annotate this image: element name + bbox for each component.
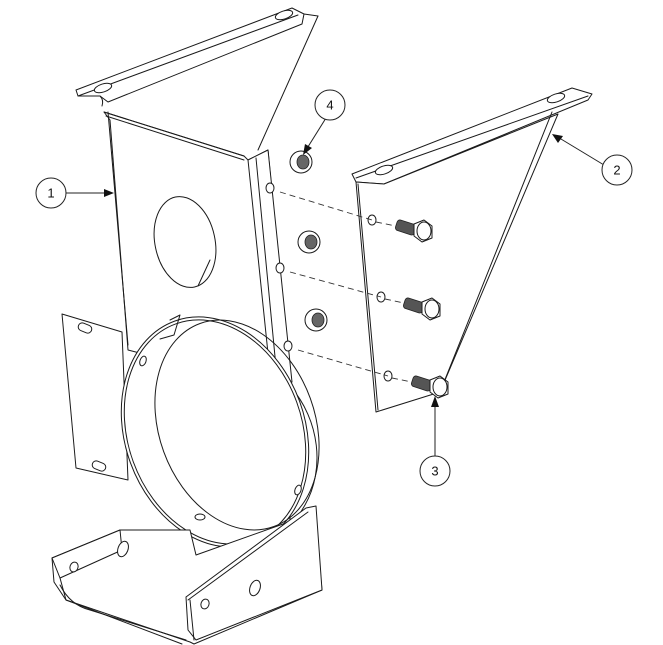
hex-bolts xyxy=(395,219,449,399)
main-bracket-u-base xyxy=(51,505,323,645)
bolt-3 xyxy=(411,375,449,399)
main-bracket-left-tab xyxy=(61,313,129,481)
main-bracket-top-flange xyxy=(75,7,319,151)
balloon-1: 1 xyxy=(35,177,114,209)
nut-3 xyxy=(304,308,328,332)
assembly-center-lines xyxy=(279,191,413,383)
pipe-clamp-ring xyxy=(120,314,320,548)
balloon-2: 2 xyxy=(552,134,633,186)
svg-text:4: 4 xyxy=(326,98,333,113)
side-bracket xyxy=(351,87,593,413)
nut-1 xyxy=(289,150,313,174)
balloon-4: 4 xyxy=(303,89,346,155)
balloon-3: 3 xyxy=(419,396,451,487)
bolt-1 xyxy=(395,219,433,243)
svg-text:2: 2 xyxy=(613,163,620,178)
hex-nuts xyxy=(289,150,328,332)
nut-2 xyxy=(297,230,321,254)
svg-text:1: 1 xyxy=(47,186,54,201)
main-bracket-body xyxy=(103,111,293,393)
bolt-2 xyxy=(403,297,441,321)
svg-text:3: 3 xyxy=(431,464,438,479)
